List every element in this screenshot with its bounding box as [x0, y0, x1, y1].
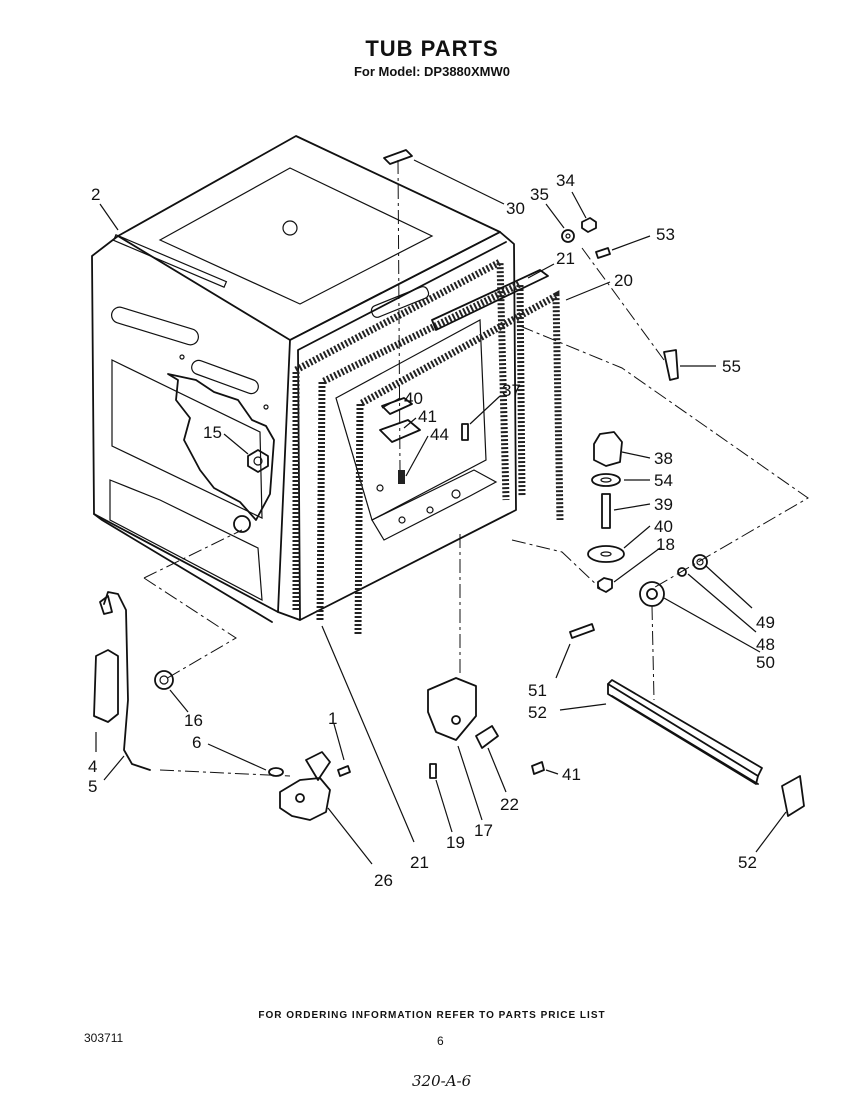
callout-54: 54 — [654, 471, 673, 490]
callout-5: 5 — [88, 777, 97, 796]
tub-hardware — [154, 149, 679, 690]
tub-body — [91, 135, 517, 623]
callout-49: 50 — [756, 653, 775, 672]
callout-37: 37 — [502, 381, 521, 400]
callout-53: 53 — [656, 225, 675, 244]
callout-40: 40 — [654, 517, 673, 536]
callout-52: 52 — [738, 853, 757, 872]
callout-46: 44 — [430, 425, 449, 444]
model-subtitle: For Model: DP3880XMW0 — [353, 64, 511, 79]
callout-18: 17 — [474, 821, 493, 840]
leader-lines — [95, 159, 787, 865]
assembly-lines — [143, 159, 809, 777]
door-gaskets — [292, 256, 564, 635]
handwritten-note: 320-A-6 — [412, 1072, 472, 1090]
callout-38: 38 — [654, 449, 673, 468]
callout-21-top: 21 — [556, 249, 575, 268]
page-number: 6 — [437, 1034, 444, 1048]
callout-16: 16 — [184, 711, 203, 730]
callout-44: 40 — [404, 389, 423, 408]
callout-4: 4 — [88, 757, 97, 776]
callout-15: 15 — [203, 423, 222, 442]
rail-assembly — [607, 679, 805, 817]
hinge-bracket — [427, 677, 545, 779]
callout-17: 18 — [656, 535, 675, 554]
callout-20: 20 — [614, 271, 633, 290]
callout-labels: 2 30 35 34 53 21 20 55 37 40 41 44 15 38… — [88, 171, 775, 890]
callout-26: 26 — [374, 871, 393, 890]
doc-number: 303711 — [84, 1031, 124, 1045]
callout-19: 19 — [446, 833, 465, 852]
callout-30: 30 — [506, 199, 525, 218]
callout-2: 2 — [91, 185, 100, 204]
callout-34: 34 — [556, 171, 575, 190]
ordering-note: FOR ORDERING INFORMATION REFER TO PARTS … — [258, 1010, 606, 1021]
callout-22: 22 — [500, 795, 519, 814]
inlet-valve — [268, 751, 351, 821]
callout-41: 41 — [562, 765, 581, 784]
callout-48: 49 — [756, 613, 775, 632]
spray-arm-stack — [587, 431, 625, 593]
callout-50: 51 — [528, 681, 547, 700]
callout-1: 1 — [328, 709, 337, 728]
callout-55: 55 — [722, 357, 741, 376]
callout-6: 6 — [192, 733, 201, 752]
bracket-hardware — [569, 554, 708, 639]
callout-47: 48 — [756, 635, 775, 654]
callout-21-bottom: 21 — [410, 853, 429, 872]
wire-harness — [93, 591, 151, 771]
callout-51: 52 — [528, 703, 547, 722]
page-title: TUB PARTS — [365, 36, 499, 61]
callout-39: 39 — [654, 495, 673, 514]
callout-35: 35 — [530, 185, 549, 204]
callout-45: 41 — [418, 407, 437, 426]
